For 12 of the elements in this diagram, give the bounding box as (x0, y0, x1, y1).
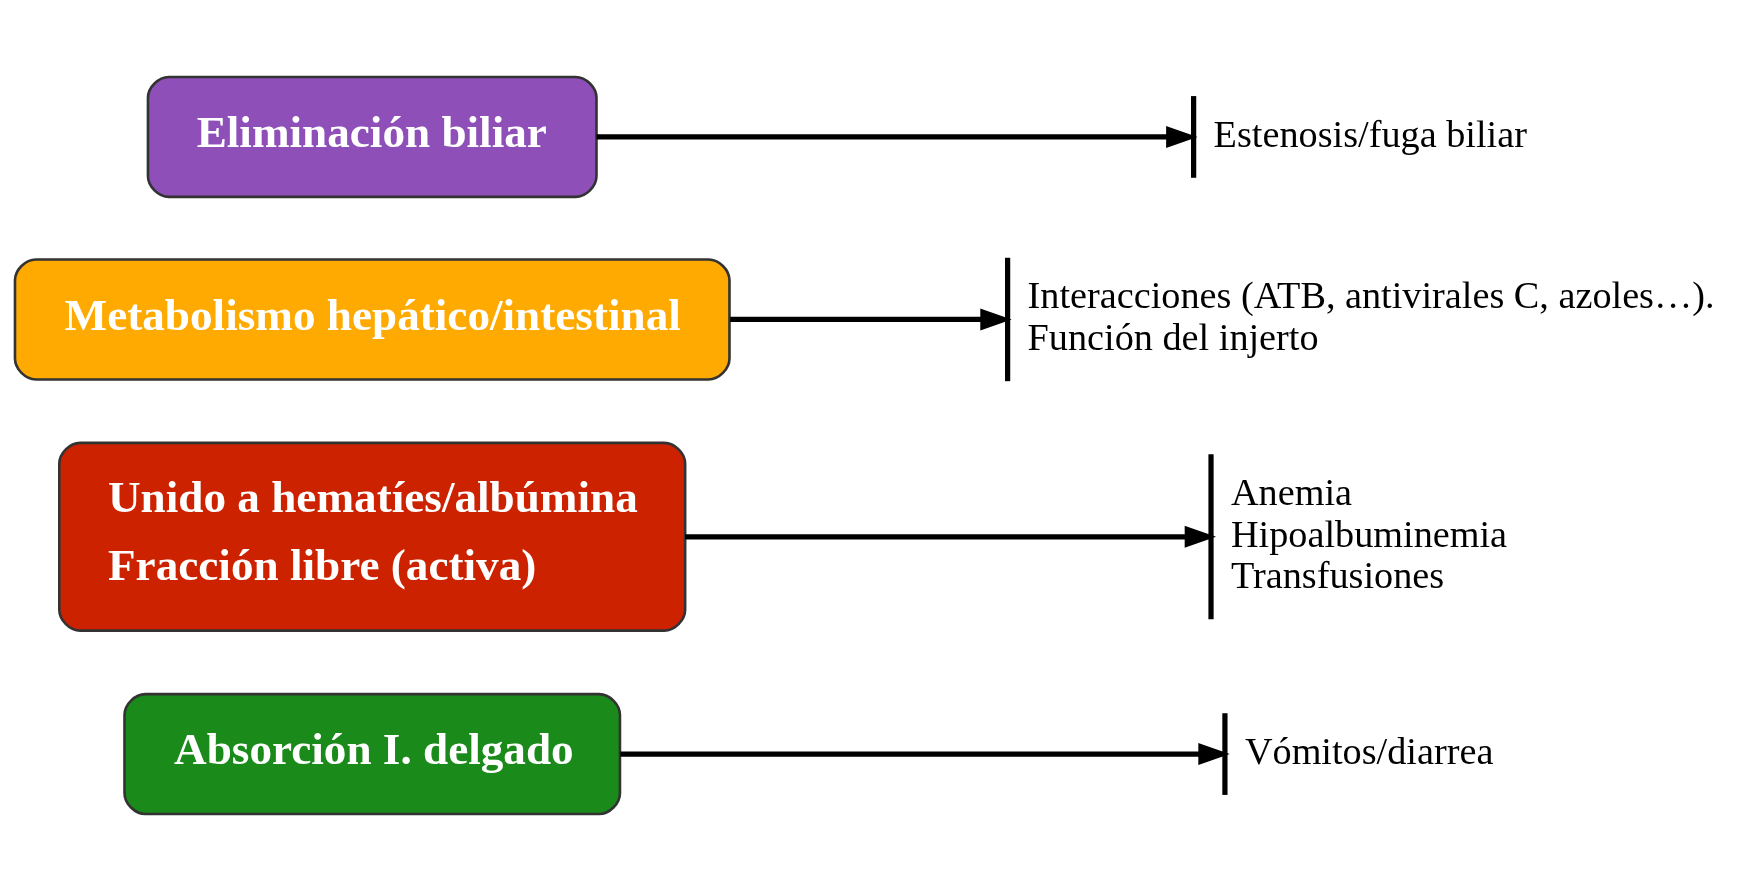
node-box: Eliminación biliar (146, 75, 598, 199)
node-text: Vómitos/diarrea (1244, 729, 1494, 772)
node-text: Interacciones (ATB, antivirales C, azoles…). Función del injerto (1027, 274, 1715, 359)
arrow (685, 525, 1217, 548)
node-box: Absorción I. delgado (123, 692, 622, 816)
arrow (596, 125, 1198, 148)
node-text: Anemia Hipoalbuminemia Transfusiones (1231, 470, 1508, 597)
node-text: Estenosis/fuga biliar (1213, 112, 1527, 155)
arrow (620, 743, 1230, 766)
node-box: Metabolismo hepático/intestinal (13, 258, 731, 381)
node-box: Unido a hematíes/albúmina Fracción libre (activa) (58, 441, 687, 632)
arrow (730, 308, 1012, 331)
